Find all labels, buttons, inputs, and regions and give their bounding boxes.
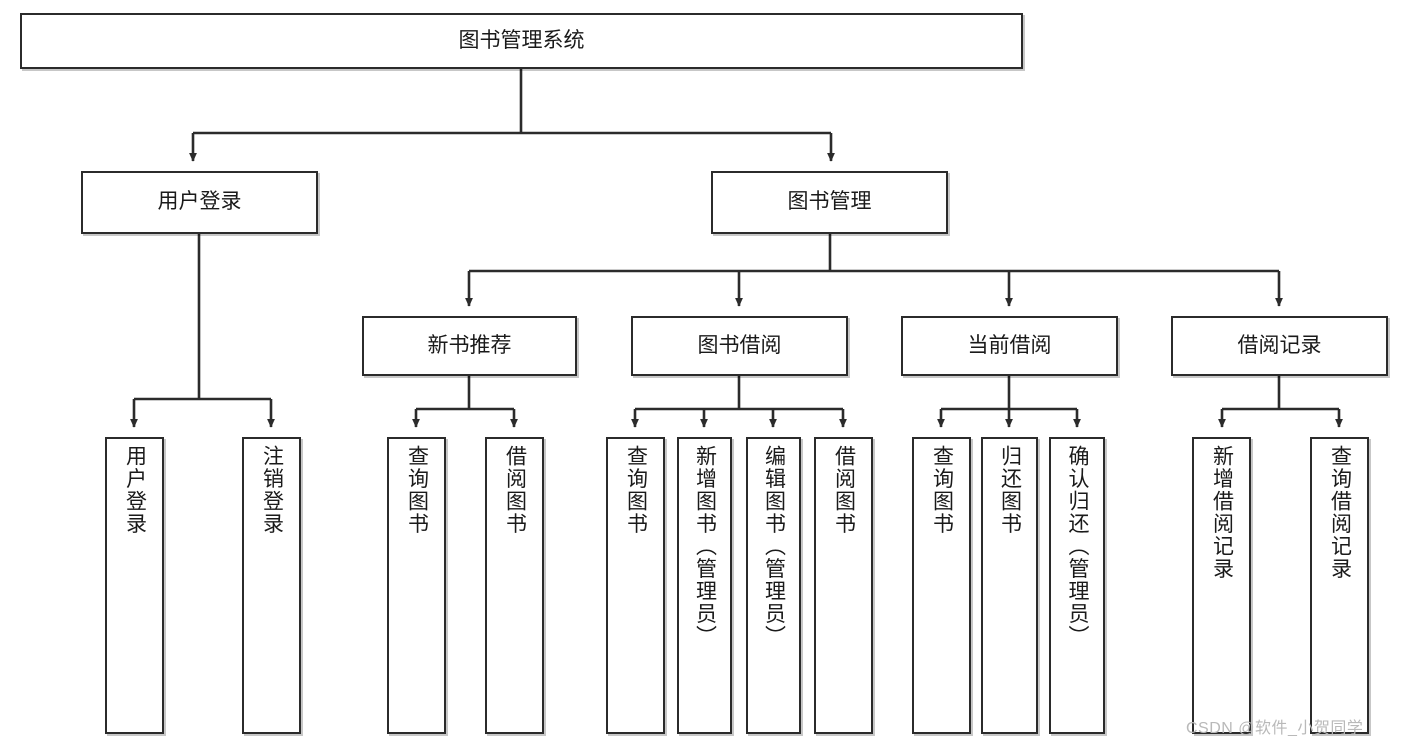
leaf-query-book-recommend-label: 查询图书 bbox=[405, 445, 429, 535]
leaf-return-book-label: 归还图书 bbox=[998, 445, 1022, 535]
leaf-borrow-book-recommend[interactable]: 借阅图书 bbox=[485, 437, 544, 734]
leaf-query-book-recommend[interactable]: 查询图书 bbox=[387, 437, 446, 734]
node-book-management[interactable]: 图书管理 bbox=[711, 171, 948, 234]
leaf-add-borrow-record-label: 新增借阅记录 bbox=[1210, 445, 1234, 580]
csdn-watermark: CSDN @软件_小贺同学 bbox=[1186, 720, 1364, 737]
leaf-return-book[interactable]: 归还图书 bbox=[981, 437, 1038, 734]
node-new-book-recommend[interactable]: 新书推荐 bbox=[362, 316, 577, 376]
node-current-borrow[interactable]: 当前借阅 bbox=[901, 316, 1118, 376]
leaf-query-book-borrow-label: 查询图书 bbox=[624, 445, 648, 535]
leaf-add-borrow-record[interactable]: 新增借阅记录 bbox=[1192, 437, 1251, 734]
leaf-logout-label: 注销登录 bbox=[260, 445, 284, 535]
leaf-query-borrow-record-label: 查询借阅记录 bbox=[1328, 445, 1352, 580]
node-book-management-label: 图书管理 bbox=[787, 190, 872, 214]
leaf-add-book-label: 新增图书（管理员） bbox=[693, 445, 717, 648]
node-new-book-recommend-label: 新书推荐 bbox=[427, 333, 512, 357]
node-book-borrow-label: 图书借阅 bbox=[697, 333, 782, 357]
node-user-login-label: 用户登录 bbox=[157, 190, 242, 214]
leaf-edit-book[interactable]: 编辑图书（管理员） bbox=[746, 437, 801, 734]
leaf-query-book-current[interactable]: 查询图书 bbox=[912, 437, 971, 734]
leaf-borrow-book[interactable]: 借阅图书 bbox=[814, 437, 873, 734]
leaf-query-book-current-label: 查询图书 bbox=[930, 445, 954, 535]
leaf-user-login[interactable]: 用户登录 bbox=[105, 437, 164, 734]
node-borrow-record[interactable]: 借阅记录 bbox=[1171, 316, 1388, 376]
leaf-edit-book-label: 编辑图书（管理员） bbox=[762, 445, 786, 648]
leaf-user-login-label: 用户登录 bbox=[123, 445, 147, 535]
node-root[interactable]: 图书管理系统 bbox=[20, 13, 1023, 69]
leaf-query-borrow-record[interactable]: 查询借阅记录 bbox=[1310, 437, 1369, 734]
leaf-add-book[interactable]: 新增图书（管理员） bbox=[677, 437, 732, 734]
leaf-logout[interactable]: 注销登录 bbox=[242, 437, 301, 734]
leaf-borrow-book-recommend-label: 借阅图书 bbox=[503, 445, 527, 535]
node-borrow-record-label: 借阅记录 bbox=[1237, 333, 1322, 357]
leaf-confirm-return-label: 确认归还（管理员） bbox=[1066, 445, 1090, 648]
leaf-query-book-borrow[interactable]: 查询图书 bbox=[606, 437, 665, 734]
leaf-borrow-book-label: 借阅图书 bbox=[832, 445, 856, 535]
node-current-borrow-label: 当前借阅 bbox=[967, 333, 1052, 357]
node-book-borrow[interactable]: 图书借阅 bbox=[631, 316, 848, 376]
node-root-label: 图书管理系统 bbox=[458, 28, 585, 52]
leaf-confirm-return[interactable]: 确认归还（管理员） bbox=[1049, 437, 1105, 734]
node-user-login[interactable]: 用户登录 bbox=[81, 171, 318, 234]
